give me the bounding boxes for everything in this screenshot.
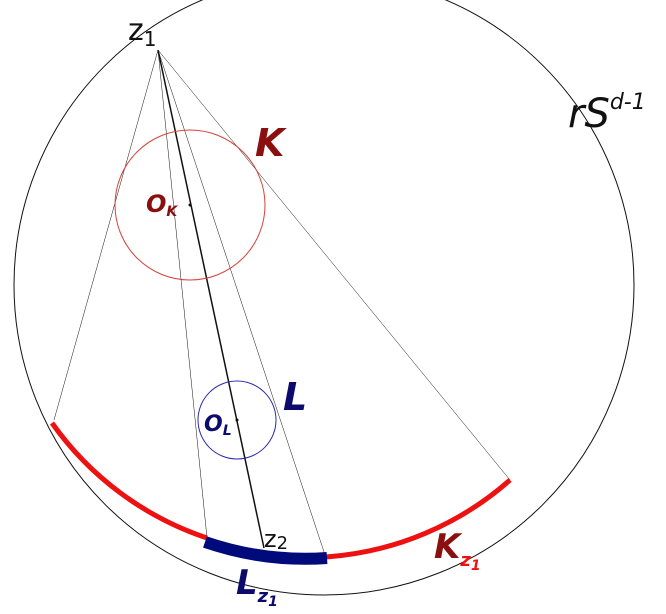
label-l: L (283, 375, 307, 419)
label-sphere: rSd-1 (568, 90, 646, 137)
l-circle (197, 380, 277, 460)
label-l-z1: Lz1 (236, 563, 278, 610)
label-k: K (255, 121, 287, 165)
line-z1-z2 (157, 49, 265, 549)
tangent-line-l-left (157, 49, 208, 539)
tangent-line-k-left (53, 49, 159, 421)
k-z1-arc-left (49, 421, 208, 541)
o-l-point (235, 418, 239, 422)
label-k-z1: Kz1 (434, 527, 481, 574)
label-o-l: OL (204, 412, 232, 439)
k-circle (114, 129, 266, 281)
label-z1: z1 (128, 13, 156, 51)
outer-sphere (13, 0, 635, 596)
k-z1-arc-right (325, 478, 512, 560)
label-o-k: OK (146, 190, 178, 220)
l-z1-arc (203, 536, 328, 565)
tangent-line-l-right (157, 49, 327, 559)
o-k-point (188, 203, 192, 207)
label-z2: z2 (264, 525, 288, 554)
tangent-line-k-right (157, 49, 511, 481)
